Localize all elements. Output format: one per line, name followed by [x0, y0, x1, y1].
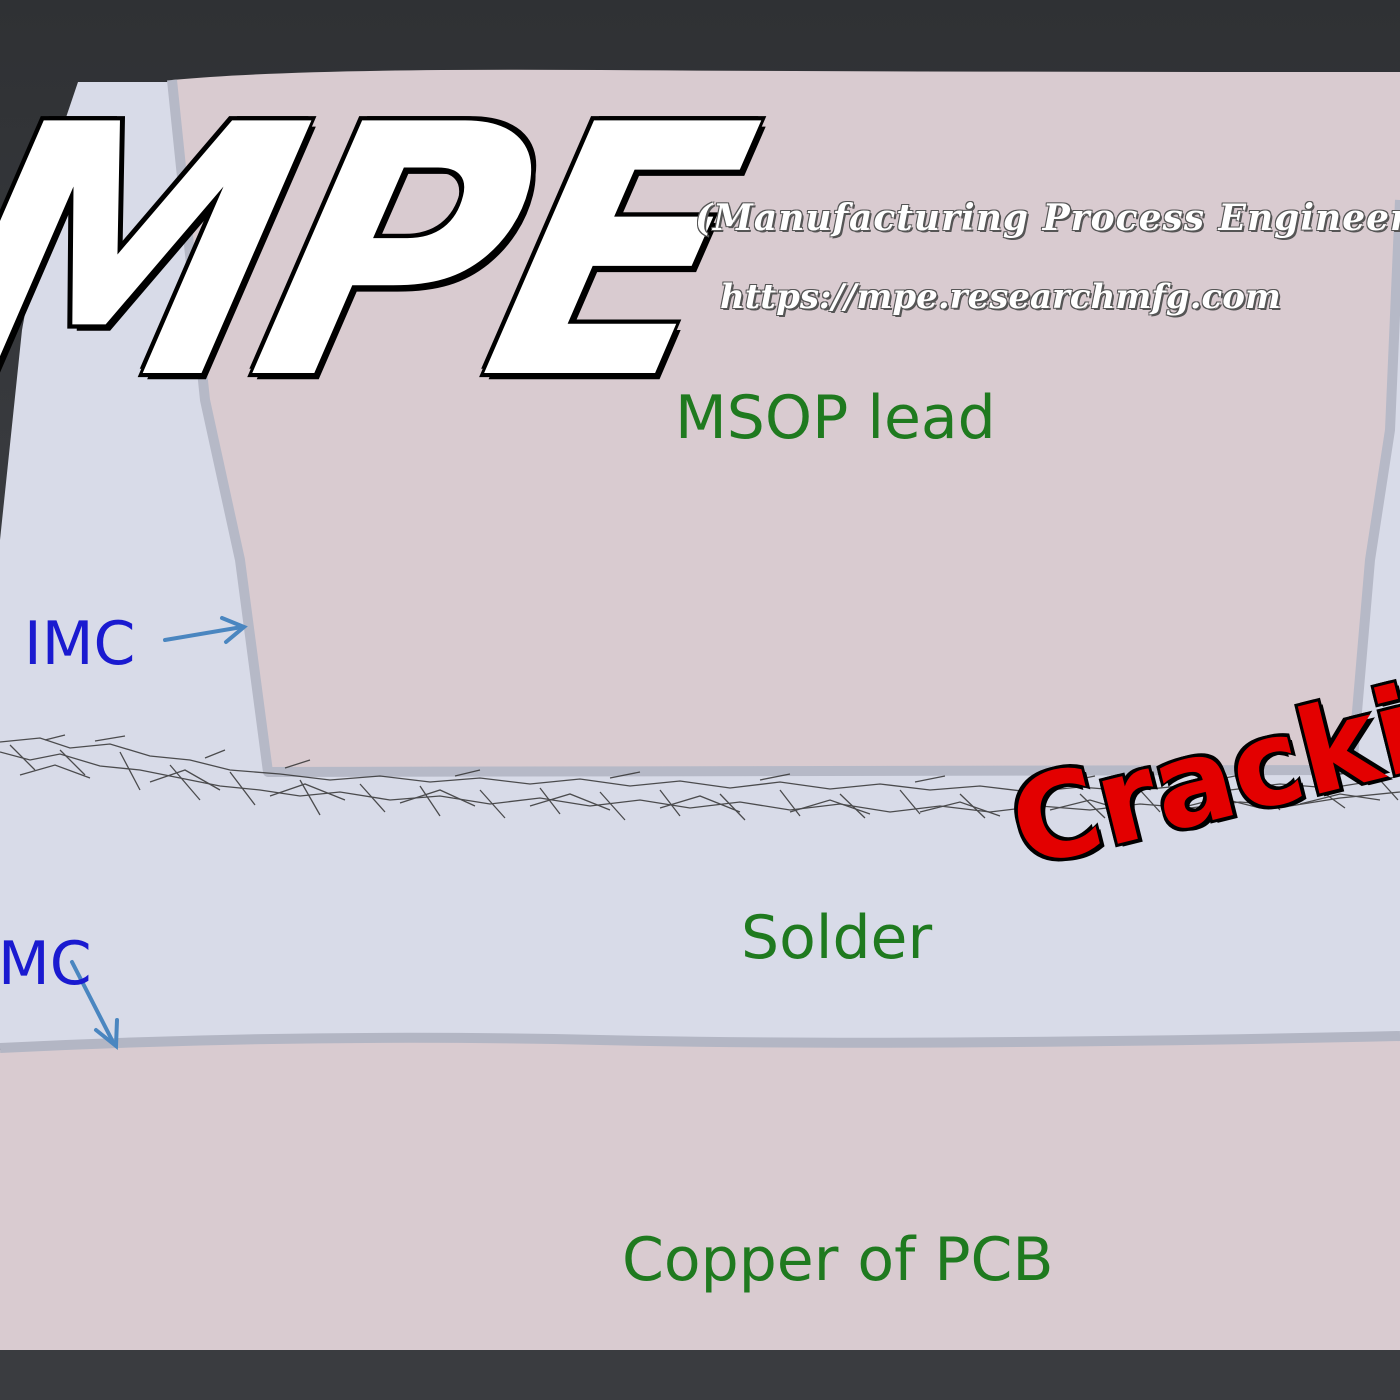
copper-label: Copper of PCB: [622, 1225, 1054, 1295]
logo-subtitle: (Manufacturing Process Engineer): [695, 197, 1400, 239]
lower-imc-layer: [0, 1031, 1400, 1053]
imc-upper-label: IMC: [24, 609, 136, 679]
crack-band: [0, 734, 1400, 821]
imc-lower-label: MC: [0, 929, 92, 999]
imc-lower-arrow: [70, 960, 119, 1051]
logo-title: MPE: [0, 51, 773, 455]
imc-upper-arrow: [163, 616, 248, 644]
bottom-frame: [0, 1350, 1400, 1400]
solder-label: Solder: [741, 903, 933, 973]
copper-pad: [0, 1038, 1400, 1350]
msop-lead: [172, 69, 1400, 772]
upper-imc-layer: [167, 79, 1400, 777]
logo-url: https://mpe.researchmfg.com: [720, 277, 1281, 317]
msop-lead-label: MSOP lead: [675, 383, 996, 453]
